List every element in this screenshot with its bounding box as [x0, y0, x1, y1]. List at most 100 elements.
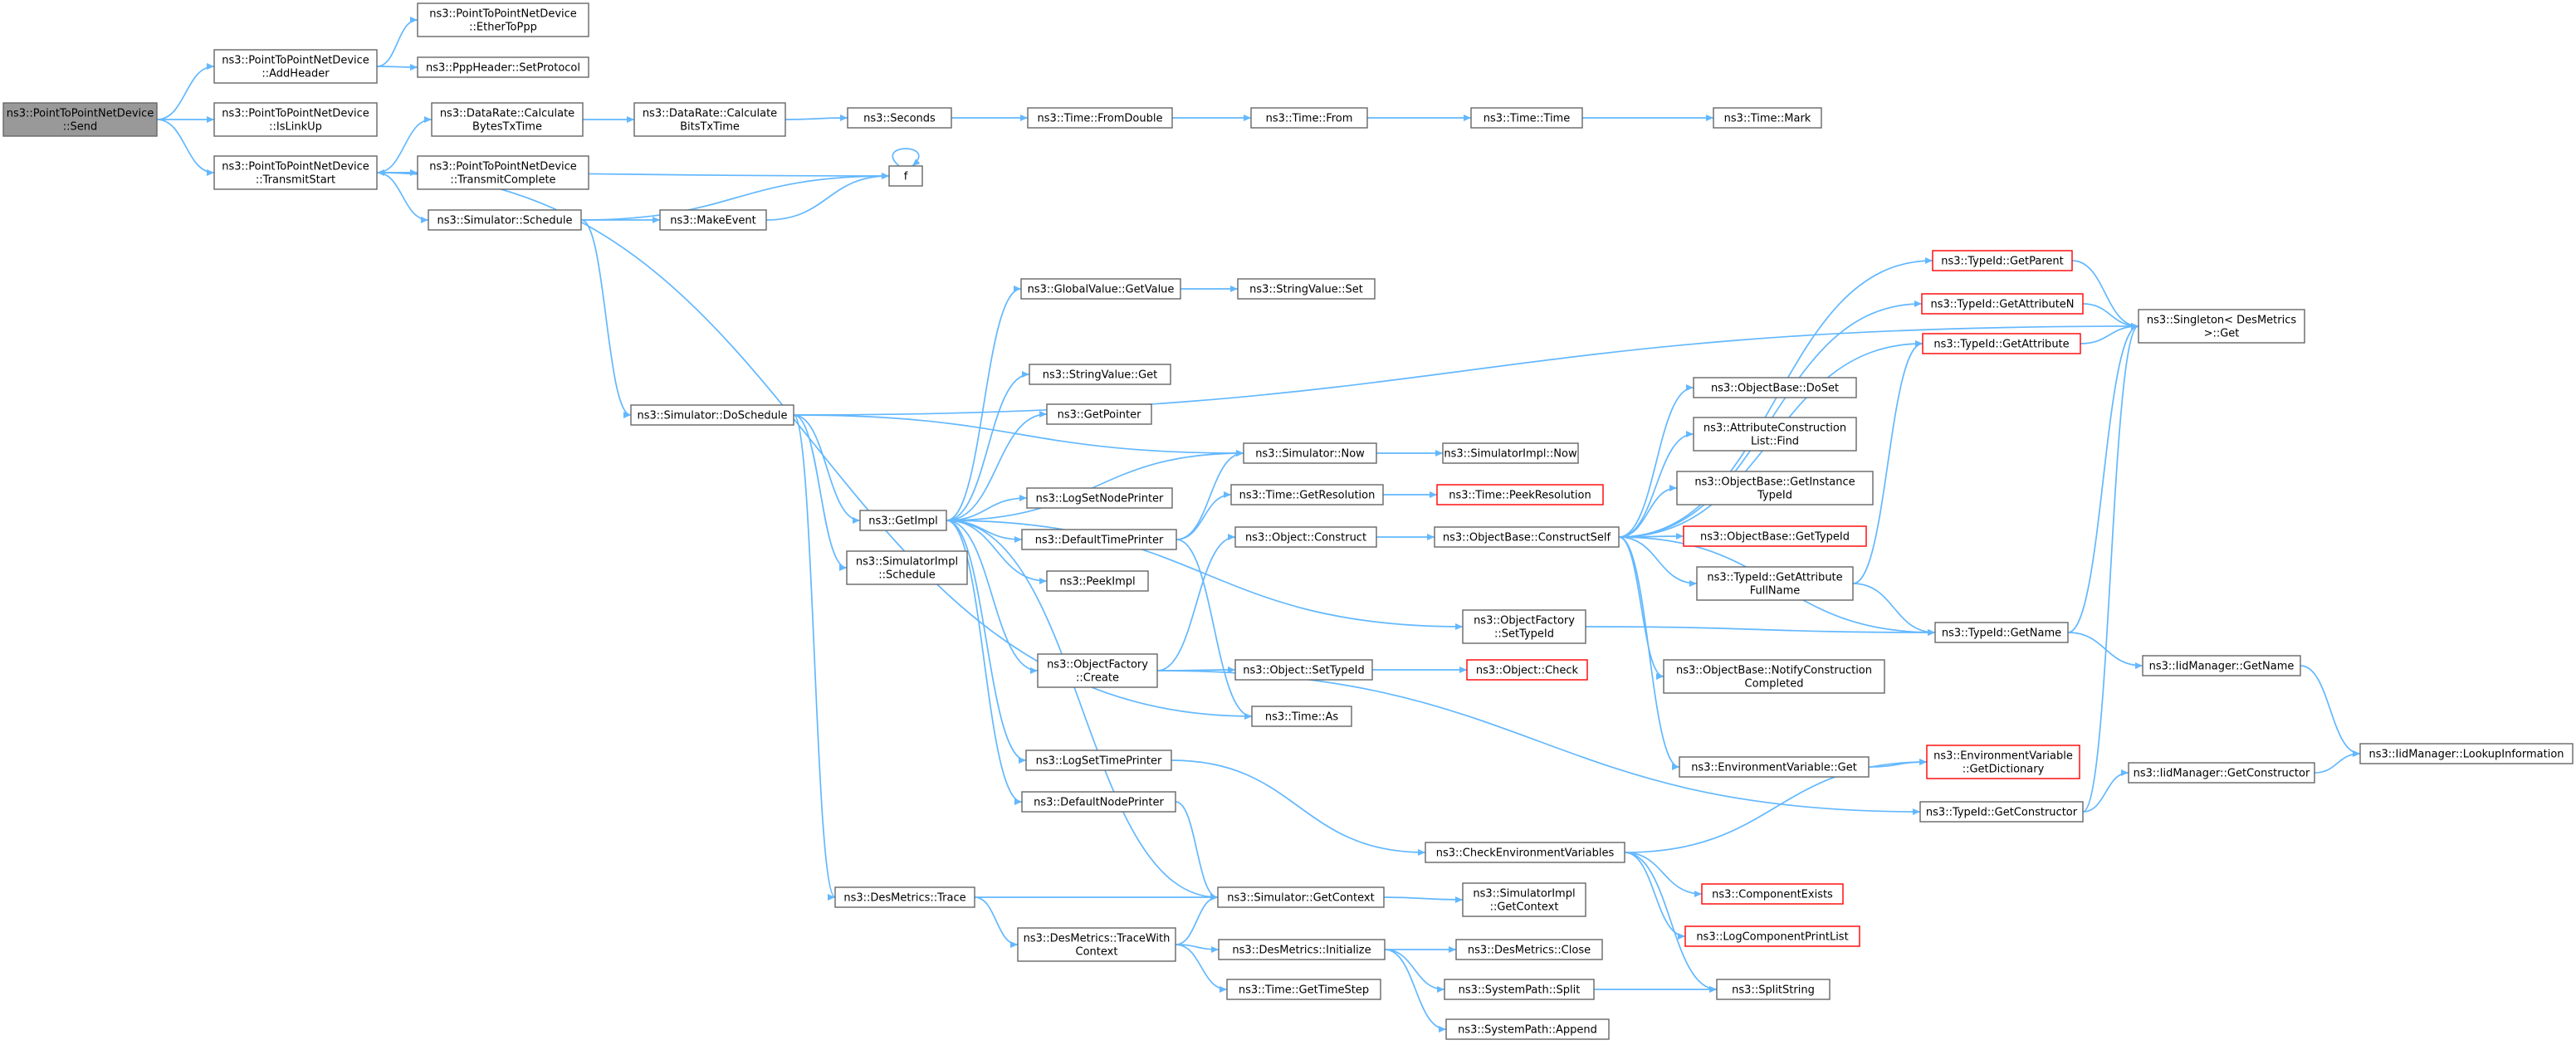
node-logcomponentprint[interactable]: ns3::LogComponentPrintList: [1684, 925, 1860, 947]
node-splitstring[interactable]: ns3::SplitString: [1716, 979, 1831, 1000]
node-iidlookup[interactable]: ns3::IidManager::LookupInformation: [2359, 743, 2574, 764]
node-logsetnode[interactable]: ns3::LogSetNodePrinter: [1026, 487, 1173, 509]
node-f[interactable]: f: [888, 165, 923, 187]
edge-constructself-to-attrconstruction: [1618, 431, 1694, 538]
node-envgetdict[interactable]: ns3::EnvironmentVariable::GetDictionary: [1926, 745, 2080, 779]
node-box: [1021, 791, 1176, 813]
node-globalvalue[interactable]: ns3::GlobalValue::GetValue: [1020, 278, 1181, 300]
edge-checkenv-to-envgetdict: [1624, 759, 1928, 853]
node-typeidgetattr[interactable]: ns3::TypeId::GetAttribute: [1922, 333, 2081, 354]
node-schedule[interactable]: ns3::Simulator::Schedule: [428, 209, 582, 231]
node-stringvalueget[interactable]: ns3::StringValue::Get: [1029, 364, 1171, 385]
node-label: ::AddHeader: [262, 68, 330, 81]
node-ofcreate[interactable]: ns3::ObjectFactory::Create: [1037, 653, 1158, 688]
node-seconds[interactable]: ns3::Seconds: [847, 107, 952, 129]
node-label: ns3::DefaultNodePrinter: [1034, 797, 1164, 809]
node-timemark[interactable]: ns3::Time::Mark: [1713, 107, 1822, 129]
node-iidgetconstructor[interactable]: ns3::IidManager::GetConstructor: [2128, 762, 2315, 784]
node-box: [213, 155, 378, 190]
node-transmitstart[interactable]: ns3::PointToPointNetDevice::TransmitStar…: [213, 155, 378, 190]
node-box: [1234, 659, 1373, 681]
node-envget[interactable]: ns3::EnvironmentVariable::Get: [1679, 756, 1870, 778]
node-box: [1029, 364, 1171, 385]
node-islinkup[interactable]: ns3::PointToPointNetDevice::IsLinkUp: [213, 102, 378, 137]
node-objsettypeid[interactable]: ns3::Object::SetTypeId: [1234, 659, 1373, 681]
node-box: [1713, 107, 1822, 129]
node-setprotocol[interactable]: ns3::PppHeader::SetProtocol: [417, 56, 589, 78]
node-simimplnow[interactable]: ns3::SimulatorImpl::Now: [1442, 442, 1579, 464]
edge-getimpl-to-ofcreate: [946, 520, 1039, 674]
node-peekimpl[interactable]: ns3::PeekImpl: [1046, 570, 1149, 592]
node-defaultnode[interactable]: ns3::DefaultNodePrinter: [1021, 791, 1176, 813]
node-transmitcomplete[interactable]: ns3::PointToPointNetDevice::TransmitComp…: [417, 155, 589, 190]
node-timetime[interactable]: ns3::Time::Time: [1470, 107, 1583, 129]
node-box: [630, 404, 794, 426]
node-timeas[interactable]: ns3::Time::As: [1251, 706, 1352, 727]
node-box: [1025, 750, 1172, 771]
node-peekresolution[interactable]: ns3::Time::PeekResolution: [1436, 484, 1604, 505]
node-desinit[interactable]: ns3::DesMetrics::Initialize: [1218, 939, 1386, 960]
node-objcheck[interactable]: ns3::Object::Check: [1466, 659, 1588, 681]
node-addheader[interactable]: ns3::PointToPointNetDevice::AddHeader: [213, 49, 378, 84]
node-simnow[interactable]: ns3::Simulator::Now: [1243, 442, 1377, 464]
node-stringvalueset[interactable]: ns3::StringValue::Set: [1237, 278, 1376, 300]
node-label: ns3::DataRate::Calculate: [643, 108, 777, 120]
node-label: ns3::Time::As: [1265, 711, 1339, 724]
edge-f-to-f: [892, 148, 921, 167]
node-box: [1926, 745, 2080, 779]
node-desclose[interactable]: ns3::DesMetrics::Close: [1455, 939, 1603, 960]
node-ethertoppp[interactable]: ns3::PointToPointNetDevice::EtherToPpp: [417, 2, 589, 37]
node-label: ns3::TypeId::GetName: [1942, 627, 2061, 640]
node-ofsettypeid[interactable]: ns3::ObjectFactory::SetTypeId: [1462, 609, 1586, 644]
node-checkenv[interactable]: ns3::CheckEnvironmentVariables: [1425, 842, 1625, 863]
node-timefrom[interactable]: ns3::Time::From: [1250, 107, 1368, 129]
node-send[interactable]: ns3::PointToPointNetDevice::Send: [2, 102, 158, 137]
node-objbasedoset[interactable]: ns3::ObjectBase::DoSet: [1693, 377, 1857, 398]
node-simgetcontext[interactable]: ns3::Simulator::GetContext: [1217, 886, 1385, 908]
node-box: [417, 2, 589, 37]
node-defaulttime[interactable]: ns3::DefaultTimePrinter: [1021, 529, 1177, 550]
node-constructself[interactable]: ns3::ObjectBase::ConstructSelf: [1434, 526, 1620, 548]
node-label: ::GetDictionary: [1963, 764, 2045, 776]
node-desmetricstrace[interactable]: ns3::DesMetrics::Trace: [834, 886, 975, 908]
node-objbasegettypeid[interactable]: ns3::ObjectBase::GetTypeId: [1683, 525, 1867, 547]
edge-getimpl-to-stringvalueget: [946, 371, 1030, 521]
node-box: [1921, 293, 2084, 315]
edge-tracewithcontext-to-simgetcontext: [1175, 894, 1219, 945]
node-notifyconstruction[interactable]: ns3::ObjectBase::NotifyConstructionCompl…: [1663, 659, 1885, 694]
node-typeidgetparent[interactable]: ns3::TypeId::GetParent: [1932, 250, 2073, 271]
node-logsettime[interactable]: ns3::LogSetTimePrinter: [1025, 750, 1172, 771]
node-getpointer[interactable]: ns3::GetPointer: [1046, 403, 1152, 425]
node-objconstruct[interactable]: ns3::Object::Construct: [1234, 526, 1377, 548]
edge-getattrfullname-to-typeidgetattr: [1852, 340, 1923, 584]
node-getimpl[interactable]: ns3::GetImpl: [859, 510, 947, 531]
node-makeevent[interactable]: ns3::MakeEvent: [659, 209, 767, 231]
node-label: ns3::Time::Time: [1484, 113, 1570, 125]
node-pathappend[interactable]: ns3::SystemPath::Append: [1445, 1018, 1610, 1040]
node-doschedule[interactable]: ns3::Simulator::DoSchedule: [630, 404, 794, 426]
node-getresolution[interactable]: ns3::Time::GetResolution: [1230, 484, 1384, 505]
node-label: ns3::PointToPointNetDevice: [222, 108, 369, 120]
node-componentexists[interactable]: ns3::ComponentExists: [1701, 883, 1844, 905]
node-label: ::TransmitComplete: [450, 174, 555, 187]
node-fromdouble[interactable]: ns3::Time::FromDouble: [1027, 107, 1173, 129]
node-iidgetname[interactable]: ns3::IidManager::GetName: [2142, 655, 2301, 676]
node-label: TypeId: [1757, 490, 1792, 502]
node-typeidgetconstructor[interactable]: ns3::TypeId::GetConstructor: [1919, 801, 2084, 823]
node-gettimestep[interactable]: ns3::Time::GetTimeStep: [1226, 979, 1381, 1000]
node-typeidgetname[interactable]: ns3::TypeId::GetName: [1934, 622, 2069, 643]
node-pathsplit[interactable]: ns3::SystemPath::Split: [1444, 979, 1595, 1000]
node-label: ns3::SystemPath::Split: [1459, 984, 1581, 997]
node-label: ns3::SystemPath::Append: [1458, 1024, 1597, 1037]
node-simimplschedule[interactable]: ns3::SimulatorImpl::Schedule: [846, 550, 968, 585]
node-box: [1470, 107, 1583, 129]
node-singleton[interactable]: ns3::Singleton< DesMetrics >::Get: [2138, 309, 2305, 344]
node-simimplgetcontext[interactable]: ns3::SimulatorImpl::GetContext: [1462, 882, 1586, 917]
node-typeidgetattrn[interactable]: ns3::TypeId::GetAttributeN: [1921, 293, 2084, 315]
